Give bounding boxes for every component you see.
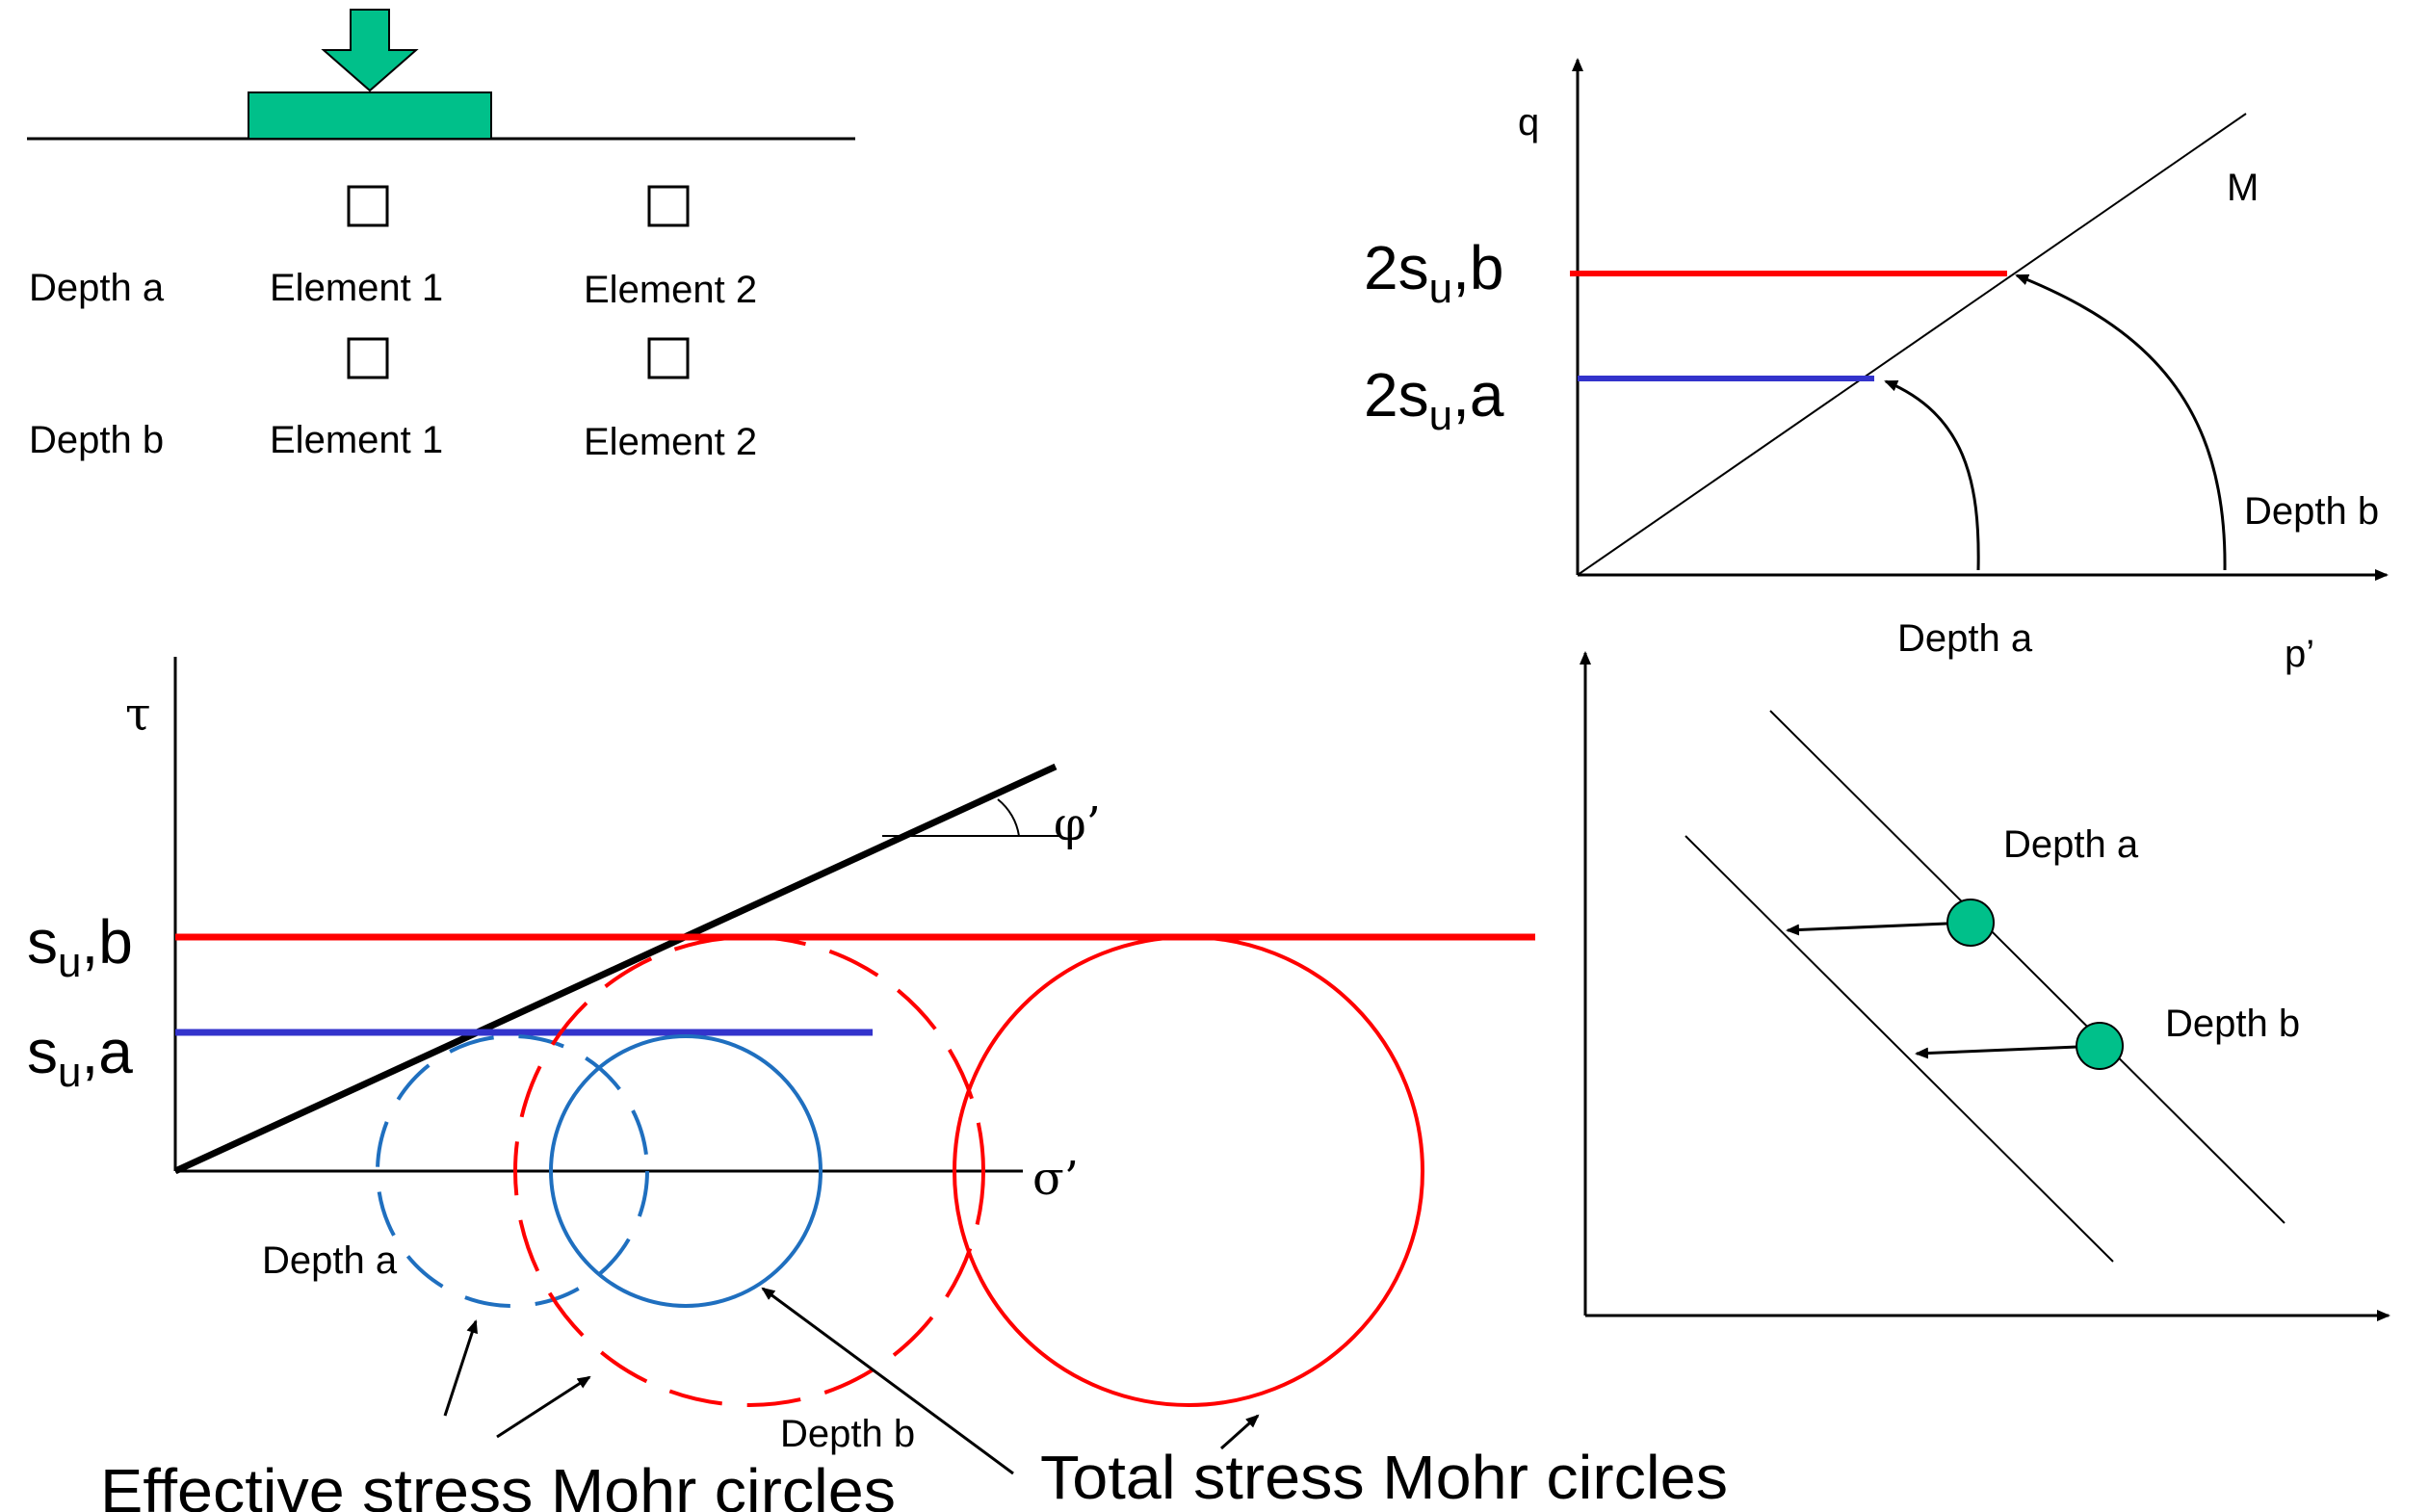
element-2-label-a: Element 2 [584, 269, 757, 311]
q-axis-label: q [1518, 101, 1539, 143]
qp-depth-b-label: Depth b [2244, 490, 2379, 533]
element-box-2a [647, 185, 690, 227]
vol-depth-a-label: Depth a [2003, 823, 2139, 866]
state-point-depth-b [2076, 1022, 2124, 1070]
path-arrow-a [1786, 921, 1972, 936]
state-point-depth-a [1946, 899, 1995, 947]
pointer-effective-b [496, 1375, 591, 1439]
load-arrow-icon [321, 9, 419, 92]
qp-depth-a-label: Depth a [1897, 617, 2033, 660]
mohr-level-b-label: su,b [27, 907, 133, 986]
mohr-depth-a-label: Depth a [262, 1239, 398, 1282]
stress-path-a [1884, 379, 1980, 571]
footing [248, 91, 492, 140]
ncl-line [1769, 710, 2285, 1224]
footing-panel: Depth a Element 1 Element 2 Depth b Elem… [27, 9, 855, 463]
element-box-2b [647, 337, 690, 379]
failure-envelope [173, 763, 1058, 1175]
depth-a-label: Depth a [29, 267, 165, 309]
phi-angle-label: φ’ [1054, 797, 1101, 851]
pointer-effective-a [443, 1319, 478, 1417]
element-1-label-b: Element 1 [270, 419, 443, 461]
m-line-label: M [2227, 167, 2259, 209]
critical-state-line [1577, 113, 2247, 576]
tau-axis-label: τ [125, 688, 151, 742]
vol-depth-b-label: Depth b [2165, 1003, 2300, 1045]
qp-plot: q p’ M Depth a Depth b 2su,b 2su,a [1364, 58, 2389, 675]
pointer-total-red [1219, 1414, 1260, 1450]
total-circle [953, 935, 1424, 1407]
qp-level-b-label: 2su,b [1364, 233, 1503, 312]
angle-arc [997, 798, 1020, 837]
volume-plot: Depth a Depth b [1580, 651, 2390, 1321]
mohr-plot: τ σ’ φ’ su,b su,a Depth a Depth b Effect… [27, 657, 1728, 1512]
element-2-label-b: Element 2 [584, 421, 757, 463]
effective-circle-depth-a [376, 1034, 649, 1308]
qp-level-a-label: 2su,a [1364, 360, 1504, 439]
path-arrow-b [1915, 1044, 2101, 1059]
p-axis-label: p’ [2285, 633, 2314, 675]
depth-b-label: Depth b [29, 419, 164, 461]
mohr-depth-b-label: Depth b [780, 1413, 915, 1455]
pointer-total-blue [761, 1287, 1014, 1475]
stress-path-b [2015, 274, 2227, 571]
total-stress-caption: Total stress Mohr circles [1040, 1443, 1728, 1512]
element-1-label-a: Element 1 [270, 267, 443, 309]
element-box-1b [347, 337, 389, 379]
effective-circle-depth-b [549, 1034, 823, 1308]
element-box-1a [347, 185, 389, 227]
mohr-level-a-label: su,a [27, 1017, 133, 1096]
csl-line [1685, 835, 2114, 1263]
effective-stress-caption: Effective stress Mohr circles [100, 1456, 896, 1512]
effective-circle-depth-b-red [513, 935, 985, 1407]
sigma-axis-label: σ’ [1032, 1152, 1079, 1206]
